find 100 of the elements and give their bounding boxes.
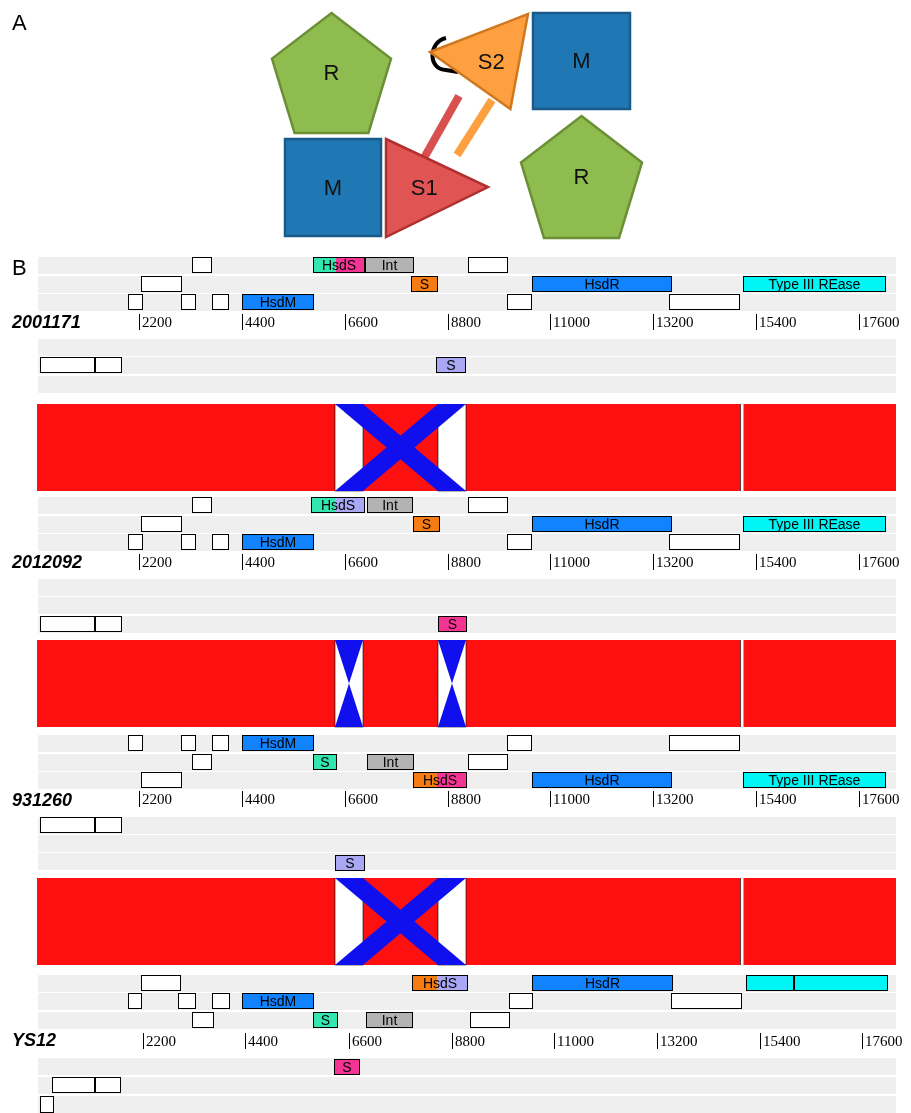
axis-tick-label: 8800 xyxy=(448,791,481,807)
gene-box: S xyxy=(335,855,365,871)
axis-tick-label: 6600 xyxy=(345,791,378,807)
gene-box xyxy=(95,817,122,833)
gene-box xyxy=(212,735,229,751)
axis-tick-label: 17600 xyxy=(859,554,900,570)
axis-tick-label: 8800 xyxy=(448,314,481,330)
axis-tick-label: 11000 xyxy=(550,791,590,807)
axis-tick-label: 17600 xyxy=(862,1033,903,1049)
gene-box: HsdR xyxy=(532,975,673,991)
domain-label: M xyxy=(322,174,344,201)
gene-box xyxy=(746,975,794,991)
gene-box xyxy=(95,357,122,373)
axis-tick-label: 13200 xyxy=(653,791,694,807)
axis-tick-label: 2200 xyxy=(139,554,172,570)
gene-box xyxy=(95,616,122,632)
gene-box: Int xyxy=(367,754,414,770)
gene-box: S xyxy=(313,754,337,770)
gene-box: Int xyxy=(365,257,414,273)
gene-box: Type III REase xyxy=(743,772,886,788)
gene-box: Type III REase xyxy=(743,276,886,292)
gene-box xyxy=(669,534,740,550)
gene-box xyxy=(181,534,196,550)
gene-box xyxy=(794,975,888,991)
axis-tick-label: 4400 xyxy=(242,554,275,570)
gene-box: HsdM xyxy=(242,534,314,550)
gene-box xyxy=(181,294,196,310)
domain-label: M xyxy=(571,48,592,74)
axis-tick-label: 17600 xyxy=(859,314,900,330)
gene-box xyxy=(669,735,740,751)
domain-label: S2 xyxy=(476,48,506,75)
gene-box xyxy=(468,257,508,273)
gene-box: HsdM xyxy=(242,294,314,310)
gene-box: HsdM xyxy=(242,993,314,1009)
axis-tick-label: 4400 xyxy=(242,314,275,330)
gene-box xyxy=(40,357,95,373)
gene-box xyxy=(192,1012,214,1028)
gene-box: Type III REase xyxy=(743,516,886,532)
gene-box: HsdR xyxy=(532,772,672,788)
gene-box xyxy=(141,975,181,991)
gene-box xyxy=(669,294,740,310)
axis-tick-label: 2200 xyxy=(139,791,172,807)
gene-box: S xyxy=(334,1059,360,1075)
gene-box xyxy=(192,497,212,513)
axis-tick-label: 15400 xyxy=(760,1033,801,1049)
axis-tick-label: 6600 xyxy=(349,1033,382,1049)
gene-box: Int xyxy=(367,497,413,513)
gene-box xyxy=(212,294,229,310)
axis-tick-label: 11000 xyxy=(554,1033,594,1049)
gene-box xyxy=(128,294,143,310)
domain-label: R xyxy=(322,60,341,86)
gene-box xyxy=(671,993,742,1009)
gene-box xyxy=(507,534,532,550)
gene-box xyxy=(40,616,95,632)
gene-box xyxy=(468,497,508,513)
gene-box: HsdR xyxy=(532,516,672,532)
axis-tick-label: 13200 xyxy=(653,314,694,330)
gene-box: HsdS xyxy=(311,497,365,513)
gene-box xyxy=(141,516,182,532)
gene-box xyxy=(470,1012,510,1028)
gene-box xyxy=(141,276,182,292)
gene-box xyxy=(181,735,196,751)
genome-name: 2001171 xyxy=(12,312,81,333)
gene-box xyxy=(128,534,143,550)
gene-box xyxy=(40,817,95,833)
genome-name: 931260 xyxy=(12,790,73,811)
panel-letter: B xyxy=(12,255,27,281)
axis-tick-label: 11000 xyxy=(550,314,590,330)
gene-box xyxy=(212,534,229,550)
gene-box: Int xyxy=(366,1012,413,1028)
gene-box xyxy=(468,754,508,770)
gene-box xyxy=(40,1096,54,1113)
axis-tick-label: 2200 xyxy=(143,1033,176,1049)
gene-box xyxy=(192,754,212,770)
gene-box xyxy=(178,993,196,1009)
axis-tick-label: 15400 xyxy=(756,791,797,807)
axis-tick-label: 4400 xyxy=(245,1033,278,1049)
axis-tick-label: 6600 xyxy=(345,554,378,570)
axis-tick-label: 13200 xyxy=(657,1033,698,1049)
domain-label: R xyxy=(572,164,591,190)
axis-tick-label: 13200 xyxy=(653,554,694,570)
gene-box: HsdR xyxy=(532,276,672,292)
gene-box xyxy=(192,257,212,273)
gene-box: HsdS xyxy=(413,772,467,788)
gene-box xyxy=(128,993,142,1009)
gene-box: HsdM xyxy=(242,735,314,751)
gene-box xyxy=(95,1077,121,1093)
gene-box xyxy=(212,993,230,1009)
gene-box xyxy=(507,735,532,751)
gene-box: S xyxy=(411,276,438,292)
axis-tick-label: 15400 xyxy=(756,554,797,570)
axis-tick-label: 11000 xyxy=(550,554,590,570)
gene-box xyxy=(141,772,182,788)
panel-letter: A xyxy=(12,10,27,36)
gene-box: S xyxy=(438,616,467,632)
axis-tick-label: 6600 xyxy=(345,314,378,330)
gene-box xyxy=(128,735,143,751)
axis-tick-label: 8800 xyxy=(452,1033,485,1049)
gene-box: S xyxy=(436,357,466,373)
domain-label: S1 xyxy=(409,175,439,201)
